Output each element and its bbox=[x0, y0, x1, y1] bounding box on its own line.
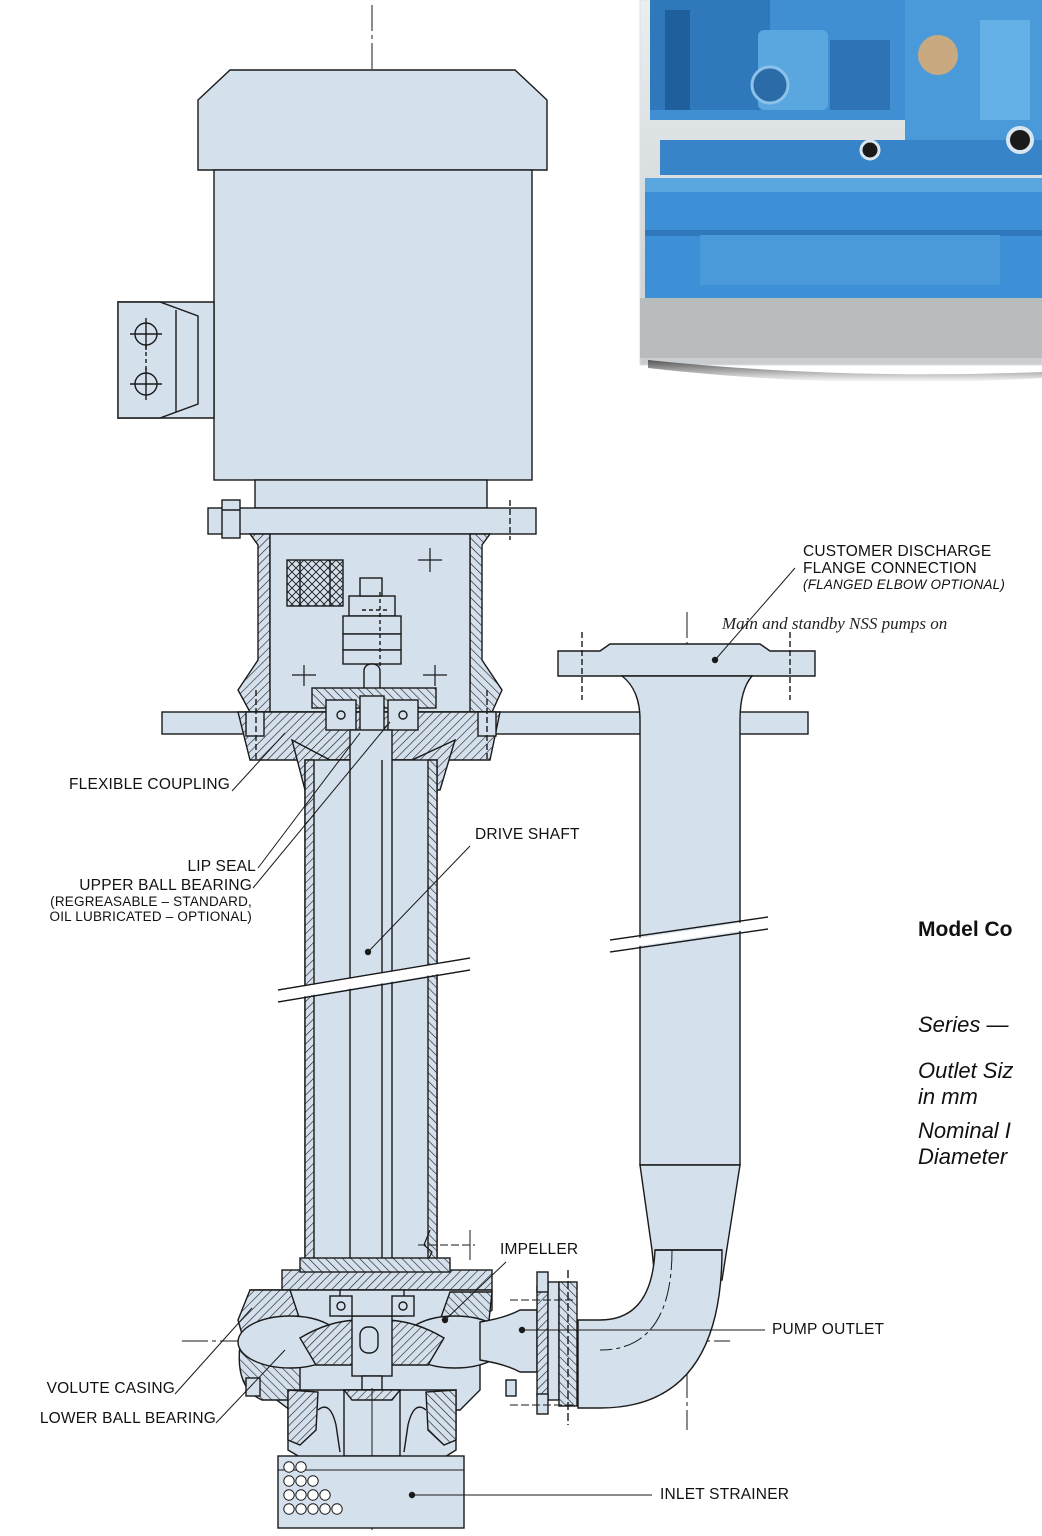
flexible-coupling-label: FLEXIBLE COUPLING bbox=[68, 776, 230, 793]
strainer-hole bbox=[295, 1461, 307, 1473]
volute-casing-label: VOLUTE CASING bbox=[46, 1380, 175, 1397]
column-pipe bbox=[277, 729, 475, 1291]
model-code-series: Series — bbox=[918, 1012, 1009, 1037]
discharge-pipe bbox=[557, 632, 816, 1409]
upper-ball-bearing-label: UPPER BALL BEARING (REGREASABLE – STANDA… bbox=[50, 877, 253, 924]
strainer-hole bbox=[283, 1503, 295, 1515]
upper-ball-bearing-line2: (REGREASABLE – STANDARD, bbox=[50, 894, 252, 909]
pump-installation-photo bbox=[639, 0, 1042, 383]
model-code-nominal: Nominal I Diameter bbox=[918, 1118, 1011, 1170]
leader-dots bbox=[364, 656, 719, 1499]
strainer-hole bbox=[295, 1503, 307, 1515]
photo-caption: Main and standby NSS pumps on bbox=[722, 614, 948, 633]
strainer-hole bbox=[319, 1489, 331, 1501]
pump-outlet-label: PUMP OUTLET bbox=[772, 1321, 885, 1338]
model-code-outlet-size-line1: Outlet Siz bbox=[918, 1058, 1014, 1083]
drive-shaft-label: DRIVE SHAFT bbox=[475, 826, 580, 843]
lip-seal-label: LIP SEAL bbox=[187, 858, 256, 875]
strainer-hole bbox=[295, 1475, 307, 1487]
strainer-hole bbox=[283, 1461, 295, 1473]
model-code-outlet-size: Outlet Siz in mm bbox=[918, 1058, 1013, 1110]
motor-bracket bbox=[207, 499, 537, 713]
customer-discharge-line1: CUSTOMER DISCHARGE bbox=[803, 543, 992, 560]
upper-ball-bearing-line3: OIL LUBRICATED – OPTIONAL) bbox=[49, 909, 252, 924]
motor-junction-box-icon bbox=[117, 301, 215, 419]
strainer-hole bbox=[307, 1489, 319, 1501]
model-code-title: Model Co bbox=[918, 918, 1013, 941]
model-code-outlet-size-line2: in mm bbox=[918, 1084, 978, 1109]
strainer-hole bbox=[307, 1475, 319, 1487]
customer-discharge-line3: (FLANGED ELBOW OPTIONAL) bbox=[803, 577, 1006, 592]
motor bbox=[117, 69, 548, 509]
model-code-nominal-line1: Nominal I bbox=[918, 1118, 1011, 1143]
suction-housing bbox=[287, 1388, 457, 1461]
model-code-nominal-line2: Diameter bbox=[918, 1144, 1008, 1169]
customer-discharge-label: CUSTOMER DISCHARGE FLANGE CONNECTION (FL… bbox=[803, 543, 1005, 592]
strainer-hole bbox=[295, 1489, 307, 1501]
inlet-strainer-label: INLET STRAINER bbox=[660, 1486, 790, 1503]
leader-lines bbox=[174, 567, 796, 1496]
lower-ball-bearing-label: LOWER BALL BEARING bbox=[39, 1410, 216, 1427]
upper-ball-bearing-line1: UPPER BALL BEARING bbox=[79, 877, 252, 894]
pump-volute bbox=[237, 1257, 578, 1425]
strainer-hole bbox=[283, 1489, 295, 1501]
inlet-strainer-holes-icon bbox=[283, 1461, 343, 1515]
strainer-hole bbox=[307, 1503, 319, 1515]
impeller-label: IMPELLER bbox=[500, 1241, 579, 1258]
strainer-hole bbox=[319, 1503, 331, 1515]
strainer-hole bbox=[283, 1475, 295, 1487]
strainer-hole bbox=[331, 1503, 343, 1515]
customer-discharge-line2: FLANGE CONNECTION bbox=[803, 560, 977, 577]
